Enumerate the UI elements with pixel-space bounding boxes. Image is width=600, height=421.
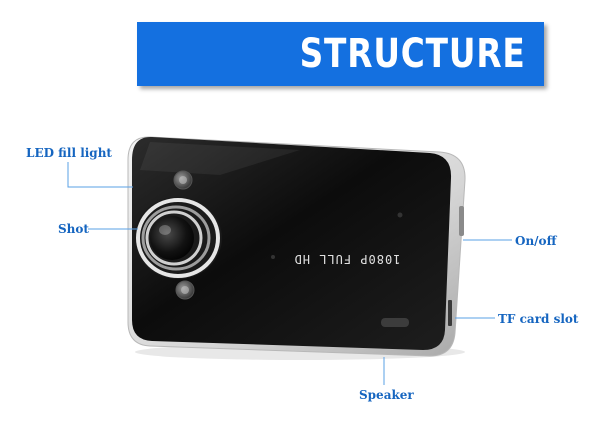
- camera-face: [132, 136, 452, 350]
- full-hd-badge: 1080P FULL HD: [294, 252, 401, 266]
- label-led-fill-light: LED fill light: [26, 146, 112, 160]
- structure-banner: STRUCTURE: [137, 22, 544, 86]
- label-shot: Shot: [58, 222, 89, 236]
- sensor-dot-2: [271, 255, 275, 259]
- label-on-off: On/off: [515, 234, 557, 248]
- led-leader-line: [67, 162, 133, 188]
- sensor-dot: [397, 212, 403, 218]
- camera-lens: [134, 197, 222, 279]
- tf-card-slot-opening: [448, 300, 452, 326]
- face-glare: [140, 142, 300, 175]
- banner-title: STRUCTURE: [299, 31, 526, 77]
- power-button[interactable]: [459, 206, 464, 236]
- label-tf-card-slot: TF card slot: [498, 312, 579, 326]
- label-speaker: Speaker: [359, 388, 414, 402]
- speaker-grille: [381, 318, 409, 327]
